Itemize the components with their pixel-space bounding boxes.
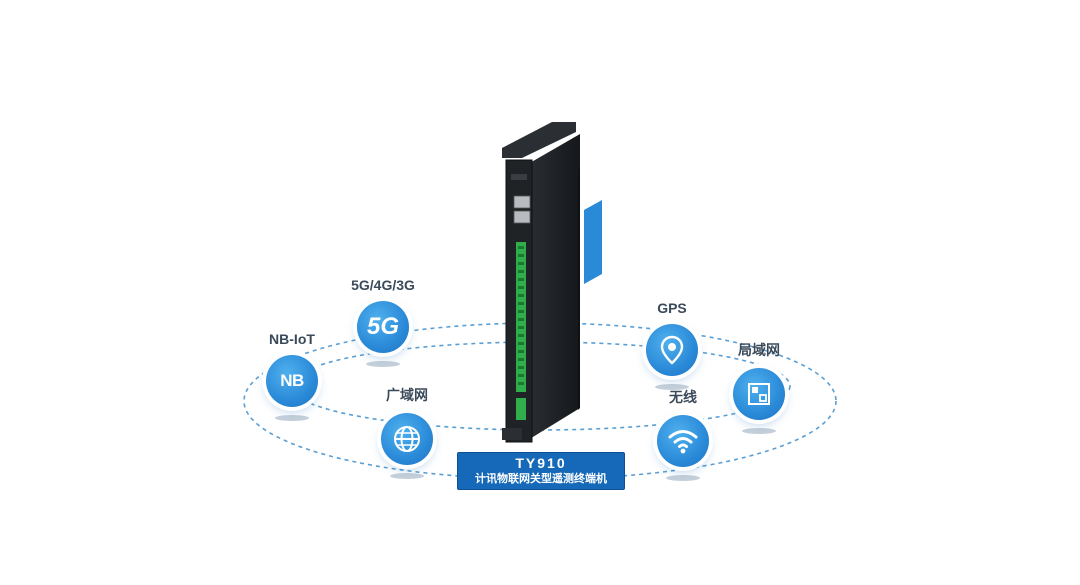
feature-wan: 广域网 [347,385,467,479]
product-description: 计讯物联网关型遥测终端机 [475,473,607,485]
icon-shadow [366,361,400,367]
5g-badge-text: 5G [366,313,399,340]
icon-shadow [275,415,309,421]
feature-label: 广域网 [386,387,428,403]
feature-label: 局域网 [738,342,780,358]
feature-label: GPS [657,300,687,316]
icon-shadow [742,428,776,434]
location-pin-icon [646,324,698,376]
outer-orbit [243,322,837,480]
feature-label: 无线 [669,389,697,405]
feature-gps: GPS [612,300,732,390]
network-frame-icon [733,368,785,420]
feature-wireless: 无线 [623,387,743,481]
feature-label: 5G/4G/3G [351,277,415,293]
product-caption: TY910 计讯物联网关型遥测终端机 [457,452,625,490]
feature-lan: 局域网 [699,340,819,434]
nb-iot-icon: NB [266,355,318,407]
icon-shadow [666,475,700,481]
wifi-icon [657,415,709,467]
gateway-device-image [502,122,602,443]
icon-shadow [655,384,689,390]
feature-label: NB-IoT [269,331,315,347]
feature-nbiot: NB-IoT NB [232,331,352,421]
5g-icon: 5G [357,301,409,353]
feature-cellular: 5G/4G/3G 5G [323,277,443,367]
product-model: TY910 [515,455,567,471]
globe-icon [381,413,433,465]
nb-badge-text: NB [280,371,304,390]
icon-shadow [390,473,424,479]
